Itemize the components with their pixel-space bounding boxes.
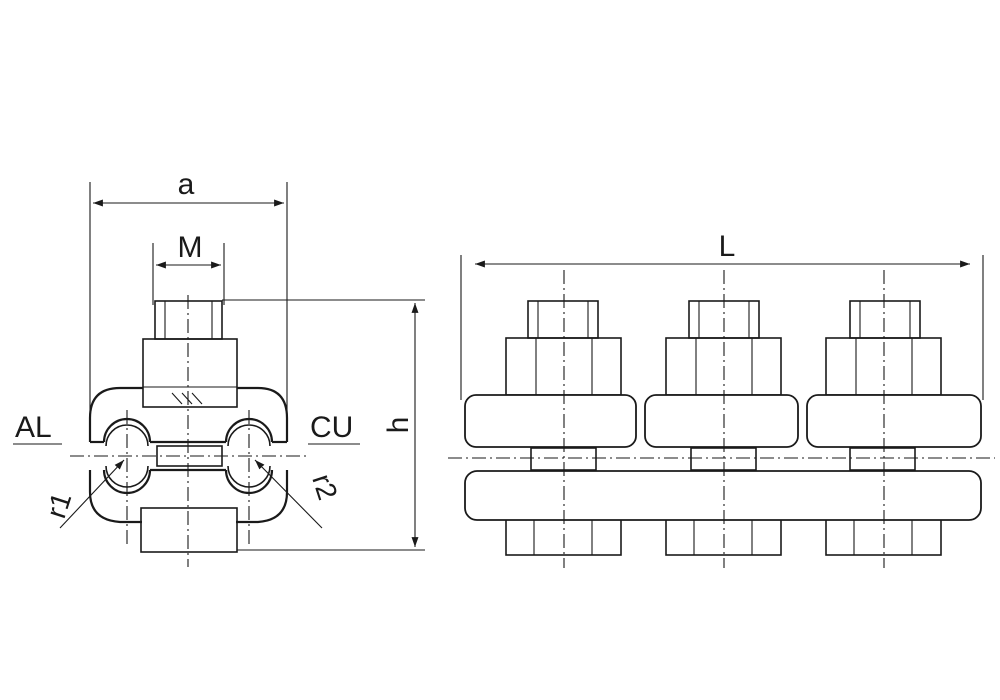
- dimension-label-l: L: [719, 230, 736, 263]
- bolt-assembly-3: [806, 300, 982, 556]
- dimension-label-m: M: [178, 231, 203, 264]
- radius-r1: r1: [40, 459, 125, 529]
- bottom-nut: [140, 507, 238, 553]
- dimension-a: a: [89, 168, 288, 420]
- label-r1: r1: [40, 489, 77, 522]
- label-al: AL: [15, 411, 52, 444]
- dimension-m: M: [152, 231, 225, 305]
- side-view: L: [448, 230, 995, 568]
- dimension-h: h: [222, 299, 425, 551]
- end-view: a M: [13, 168, 425, 567]
- label-cu: CU: [310, 411, 353, 444]
- dimension-label-h: h: [382, 417, 415, 434]
- label-r2: r2: [306, 470, 343, 503]
- radius-r2: r2: [254, 459, 343, 529]
- dimension-l: L: [460, 230, 984, 400]
- lower-clamp-plate: [464, 470, 982, 521]
- upper-clamp: [88, 386, 289, 442]
- dimension-label-a: a: [178, 168, 195, 201]
- hex-nut: [142, 338, 238, 408]
- al-label-group: AL: [13, 411, 62, 445]
- cu-label-group: CU: [308, 411, 360, 445]
